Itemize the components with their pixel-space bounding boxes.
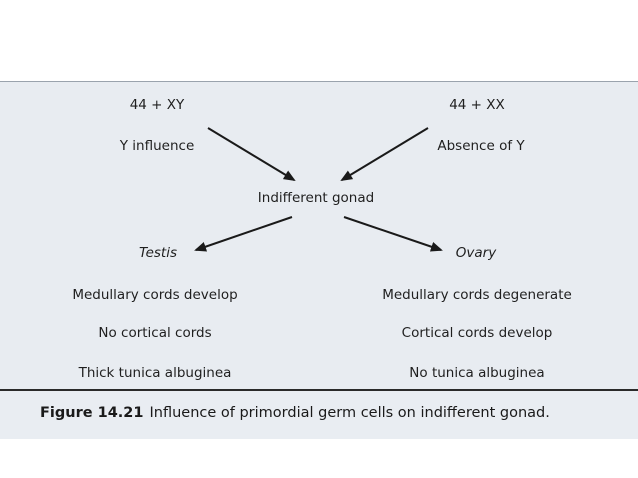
- caption-strip: [0, 391, 638, 439]
- figure-caption-text: Influence of primordial germ cells on in…: [149, 405, 550, 421]
- indifferent-gonad-label: Indifferent gonad: [257, 190, 375, 206]
- absence-of-y-label: Absence of Y: [437, 138, 525, 154]
- testis-label: Testis: [139, 245, 177, 261]
- ovary-feature-2: Cortical cords develop: [401, 325, 553, 341]
- panel-bottom-border: [0, 389, 638, 391]
- arrow-xx-to-gonad: [340, 127, 429, 182]
- arrow-xy-to-gonad: [207, 127, 296, 182]
- figure-caption: Figure 14.21 Influence of primordial germ…: [40, 406, 550, 421]
- testis-feature-3: Thick tunica albuginea: [78, 365, 232, 381]
- figure-number: Figure 14.21: [40, 405, 144, 421]
- testis-feature-1: Medullary cords develop: [72, 287, 238, 303]
- karyotype-xx-label: 44 + XX: [449, 97, 505, 113]
- panel-top-border: [0, 81, 638, 82]
- karyotype-xy-label: 44 + XY: [129, 97, 185, 113]
- arrow-gonad-to-testis: [194, 216, 293, 252]
- testis-feature-2: No cortical cords: [98, 325, 212, 341]
- arrow-gonad-to-ovary: [343, 216, 443, 252]
- ovary-feature-1: Medullary cords degenerate: [382, 287, 572, 303]
- y-influence-label: Y influence: [119, 138, 195, 154]
- ovary-feature-3: No tunica albuginea: [409, 365, 545, 381]
- ovary-label: Ovary: [455, 245, 497, 261]
- diagram-panel: [0, 81, 638, 389]
